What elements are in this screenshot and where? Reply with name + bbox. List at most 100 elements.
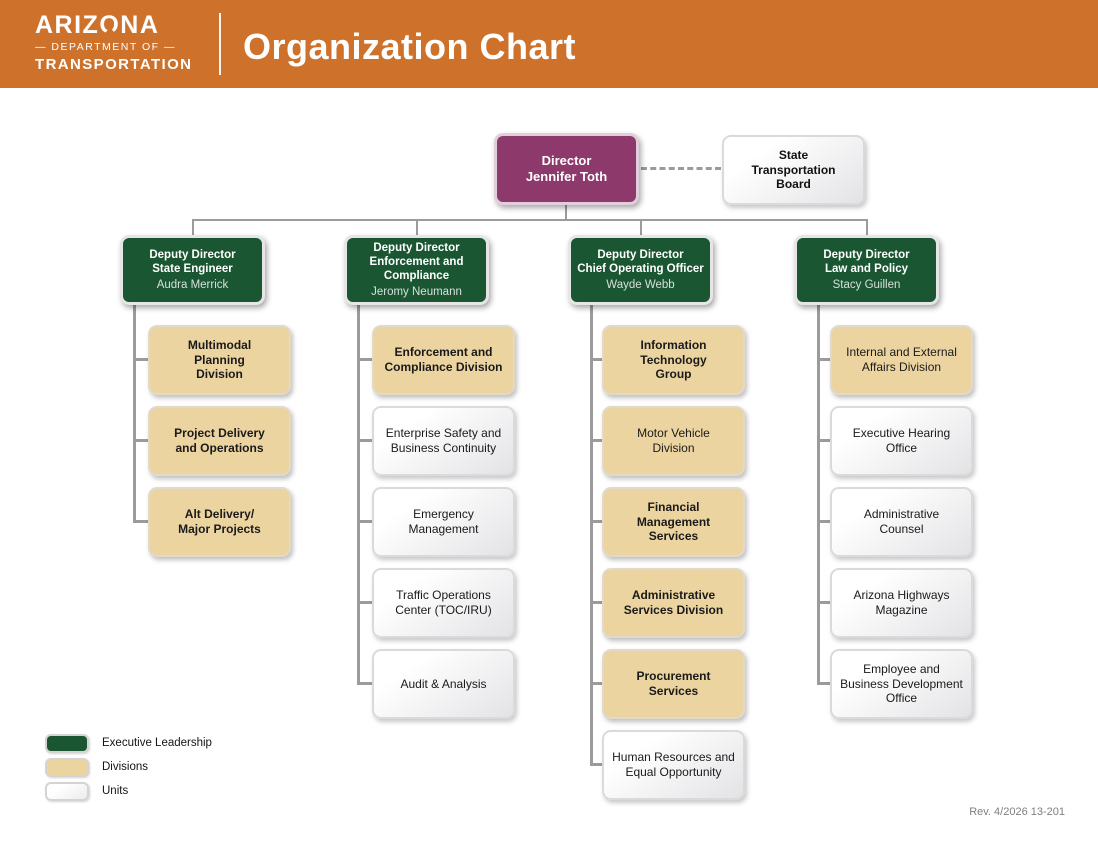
legend-label: Divisions: [102, 761, 149, 773]
org-unit-label: Emergency Management: [408, 507, 479, 536]
division-box: Information Technology Group: [602, 325, 745, 395]
division-box: Motor Vehicle Division: [602, 406, 745, 476]
unit-box: Arizona Highways Magazine: [830, 568, 973, 638]
org-unit-label: Administrative Counsel: [863, 507, 940, 536]
deputy-role: Enforcement and Compliance: [369, 255, 464, 282]
division-box: Administrative Services Division: [602, 568, 745, 638]
board-label: State Transportation Board: [751, 148, 836, 192]
org-unit-label: Motor Vehicle Division: [637, 426, 710, 455]
connector-stub: [357, 682, 372, 685]
director-title: Director: [541, 153, 592, 169]
deputy-title: Deputy Director: [373, 241, 460, 254]
connector-stub: [817, 358, 830, 361]
deputy-role: State Engineer: [152, 262, 233, 275]
legend-swatch-division: [45, 757, 89, 777]
connector-top-rail: [192, 219, 868, 221]
deputy-name: Audra Merrick: [156, 279, 229, 291]
org-unit-label: Internal and External Affairs Division: [846, 345, 957, 374]
connector-stub: [133, 439, 148, 442]
connector-drop: [191, 219, 194, 235]
connector-drop: [865, 219, 868, 235]
org-unit-label: Enterprise Safety and Business Continuit…: [385, 426, 502, 455]
legend-swatch-unit: [45, 781, 89, 801]
connector-stub: [590, 439, 602, 442]
org-unit-label: Audit & Analysis: [400, 676, 487, 691]
unit-box: Audit & Analysis: [372, 649, 515, 719]
division-box: Procurement Services: [602, 649, 745, 719]
unit-box: Traffic Operations Center (TOC/IRU): [372, 568, 515, 638]
header-divider: [219, 13, 221, 75]
connector-stub: [590, 763, 602, 766]
org-unit-label: Employee and Business Development Office: [840, 662, 963, 706]
logo-arizona-pre: ARIZ: [35, 11, 100, 39]
connector-stub: [357, 601, 372, 604]
connector-stub: [817, 439, 830, 442]
logo-arizona-post: NA: [120, 11, 160, 39]
division-box: Internal and External Affairs Division: [830, 325, 973, 395]
connector-stub: [817, 682, 830, 685]
org-unit-label: Alt Delivery/ Major Projects: [178, 507, 261, 536]
deputy-name: Jeromy Neumann: [371, 286, 462, 299]
deputy-name: Stacy Guillen: [832, 279, 901, 291]
director-board-dashed-connector: [641, 167, 721, 170]
division-box: Enforcement and Compliance Division: [372, 325, 515, 395]
deputy-title: Deputy Director: [149, 248, 236, 261]
mountain-icon: [102, 27, 117, 36]
connector-stub: [133, 520, 148, 523]
logo-department-of: — DEPARTMENT OF —: [35, 41, 177, 53]
connector-trunk: [817, 303, 820, 685]
division-box: Project Delivery and Operations: [148, 406, 291, 476]
logo-arizona-o: O: [99, 11, 121, 39]
deputy-role: Chief Operating Officer: [577, 262, 704, 275]
legend-label: Units: [102, 785, 129, 797]
legend-swatch-executive: [45, 733, 89, 753]
connector-stub: [357, 520, 372, 523]
logo-transportation: TRANSPORTATION: [35, 55, 193, 73]
division-box: Alt Delivery/ Major Projects: [148, 487, 291, 557]
connector-trunk: [133, 303, 136, 523]
division-box: Financial Management Services: [602, 487, 745, 557]
org-unit-label: Project Delivery and Operations: [174, 426, 265, 455]
legend-item: Executive Leadership: [45, 731, 212, 755]
org-unit-label: Arizona Highways Magazine: [853, 588, 950, 617]
connector-director-stem: [565, 205, 567, 221]
revision-note: Rev. 4/2026 13-201: [969, 806, 1065, 818]
unit-box: Administrative Counsel: [830, 487, 973, 557]
org-unit-label: Executive Hearing Office: [852, 426, 951, 455]
connector-stub: [590, 682, 602, 685]
connector-stub: [817, 601, 830, 604]
unit-box: Emergency Management: [372, 487, 515, 557]
connector-stub: [817, 520, 830, 523]
org-unit-label: Administrative Services Division: [623, 588, 724, 617]
legend-item: Units: [45, 779, 212, 803]
deputy-role: Law and Policy: [824, 262, 909, 275]
director-box: Director Jennifer Toth: [494, 133, 639, 205]
unit-box: Employee and Business Development Office: [830, 649, 973, 719]
connector-trunk: [590, 303, 593, 766]
connector-stub: [133, 358, 148, 361]
org-unit-label: Procurement Services: [636, 669, 711, 698]
division-box: Multimodal Planning Division: [148, 325, 291, 395]
org-unit-label: Financial Management Services: [636, 500, 711, 544]
deputy-title: Deputy Director: [597, 248, 684, 261]
unit-box: Executive Hearing Office: [830, 406, 973, 476]
page-title: Organization Chart: [243, 26, 577, 67]
state-transportation-board-box: State Transportation Board: [722, 135, 865, 205]
director-name: Jennifer Toth: [525, 169, 608, 184]
org-unit-label: Human Resources and Equal Opportunity: [612, 750, 735, 779]
org-unit-label: Traffic Operations Center (TOC/IRU): [395, 588, 492, 617]
connector-stub: [590, 358, 602, 361]
legend-item: Divisions: [45, 755, 212, 779]
unit-box: Human Resources and Equal Opportunity: [602, 730, 745, 800]
org-unit-label: Information Technology Group: [640, 338, 707, 382]
connector-stub: [357, 358, 372, 361]
connector-stub: [590, 601, 602, 604]
connector-drop: [415, 219, 418, 235]
